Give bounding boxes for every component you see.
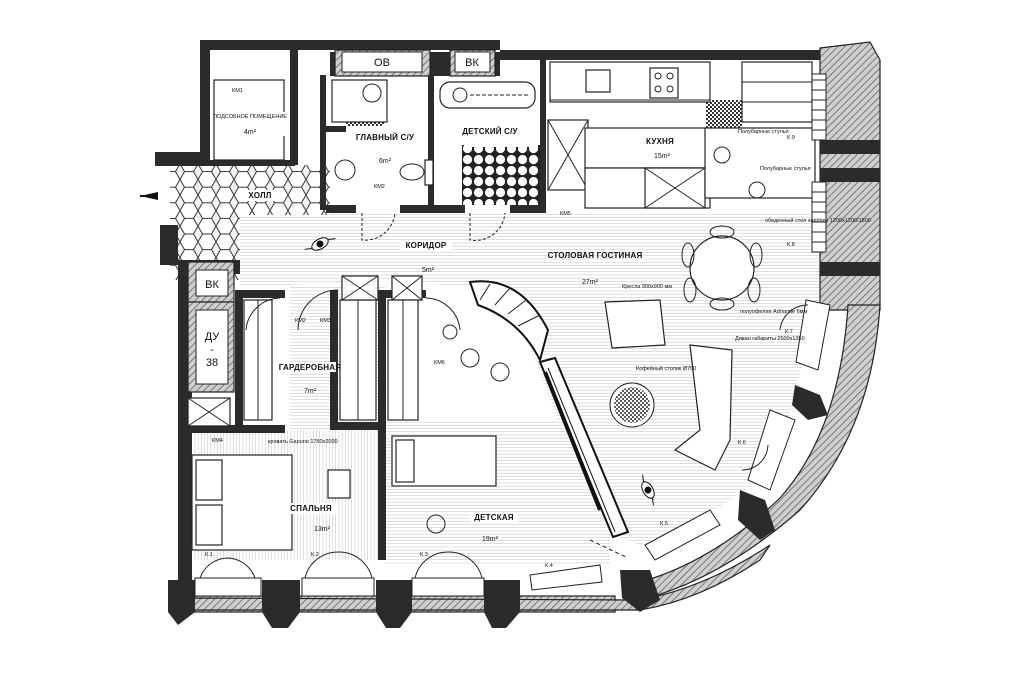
- main-bath-title: ГЛАВНЫЙ С/У: [356, 133, 415, 142]
- person-icon: [304, 237, 336, 251]
- bedroom-area: 13m²: [314, 526, 331, 533]
- tag-k9: К.9: [787, 135, 795, 141]
- note-stools-1: Полубарные стулья: [738, 129, 789, 135]
- floor-finishes: [170, 100, 820, 565]
- kids-furniture: ДЕТСКАЯ 19m²: [391, 435, 518, 543]
- corridor-area: 5m²: [422, 267, 435, 274]
- corridor-title: КОРИДОР: [406, 241, 447, 250]
- tag-km4: КМ4: [212, 438, 223, 444]
- shaft-du-label: ДУ: [205, 331, 221, 343]
- living-furniture: СТОЛОВАЯ ГОСТИНАЯ 27m² обеденный стол sa…: [548, 217, 871, 471]
- tag-km5: КМ5: [560, 211, 571, 217]
- tag-k5: К.5: [660, 521, 668, 527]
- tag-km3: КМ3: [320, 318, 331, 324]
- kitchen-area: 15m²: [654, 153, 671, 160]
- element-tags: КМ1 КМ2 КМ2 КМ3 КМ4 КМ5 КМ6 К.1 К.2 К.3 …: [205, 88, 795, 569]
- tag-k3: К.3: [420, 552, 428, 558]
- tag-km1: КМ1: [232, 88, 243, 94]
- shaft-du-number: 38: [206, 357, 218, 369]
- bathroom-fixtures: ГЛАВНЫЙ С/У 6m² ДЕТСКИЙ С/У ПОДСОБНОЕ ПО…: [213, 79, 538, 186]
- tag-k6: К.6: [738, 440, 746, 446]
- kids-room-title: ДЕТСКАЯ: [474, 513, 514, 522]
- shaft-vk-left-label: ВК: [205, 279, 219, 291]
- shafts: ОВ ВК ВК ДУ - 38: [187, 49, 496, 393]
- wardrobe-title: ГАРДЕРОБНАЯ: [279, 363, 341, 372]
- note-stools-2: Полубарные стулья: [760, 166, 811, 172]
- tag-k8: К.8: [787, 242, 795, 248]
- shaft-du-sep: -: [210, 344, 214, 356]
- utility-area: 4m²: [244, 129, 257, 136]
- note-dining-table: обеденный стол sambley 1200х1200/1800: [765, 217, 871, 224]
- tag-k4: К.4: [545, 563, 553, 569]
- windows-right: [529, 73, 831, 591]
- tag-k7: К.7: [785, 329, 793, 335]
- living-title: СТОЛОВАЯ ГОСТИНАЯ: [548, 251, 643, 260]
- note-pouf: полуофелия Adriande 6мм: [740, 309, 807, 315]
- kitchen-furniture: КУХНЯ 15m² Полубарные стулья Полубарные …: [547, 61, 816, 209]
- tag-km6: КМ6: [434, 360, 445, 366]
- kitchen-title: КУХНЯ: [646, 137, 674, 146]
- hall-corridor: ХОЛЛ КОРИДОР 5m²: [140, 190, 452, 274]
- wardrobe-area: 7m²: [304, 388, 317, 395]
- utility-title: ПОДСОБНОЕ ПОМЕЩЕНИЕ: [213, 114, 287, 120]
- interior-walls: [185, 40, 630, 560]
- bedroom-furniture: СПАЛЬНЯ 13m² кровать Gapuno 1760х2000: [187, 397, 351, 551]
- tag-km2: КМ2: [374, 184, 385, 190]
- kids-bath-title: ДЕТСКИЙ С/У: [462, 127, 518, 136]
- tag-k2: К.2: [311, 552, 319, 558]
- note-coffee-table: Кофейный столик Ø700: [636, 365, 696, 372]
- living-area: 27m²: [582, 279, 599, 286]
- tag-km2b: КМ2: [295, 318, 306, 324]
- wardrobe-furniture: ГАРДЕРОБНАЯ 7m²: [243, 275, 423, 421]
- shaft-ov-label: ОВ: [374, 57, 390, 69]
- shaft-vk-top-label: ВК: [465, 57, 479, 69]
- main-bath-area: 6m²: [379, 158, 392, 165]
- bedroom-title: СПАЛЬНЯ: [290, 504, 332, 513]
- note-sofa: Диван габариты 2500х1350: [735, 336, 805, 342]
- kids-room-area: 19m²: [482, 536, 499, 543]
- windows-bottom: [194, 551, 485, 597]
- person-icon: [641, 474, 655, 506]
- stair: [442, 280, 550, 382]
- tag-k1: К.1: [205, 552, 213, 558]
- hall-title: ХОЛЛ: [248, 191, 271, 200]
- person-icons: [304, 237, 655, 506]
- note-chair: Кресла 900х900 мм: [622, 284, 672, 290]
- note-bed: кровать Gapuno 1760х2000: [268, 439, 338, 445]
- door-swings: [245, 212, 809, 559]
- facade-columns: [168, 385, 828, 628]
